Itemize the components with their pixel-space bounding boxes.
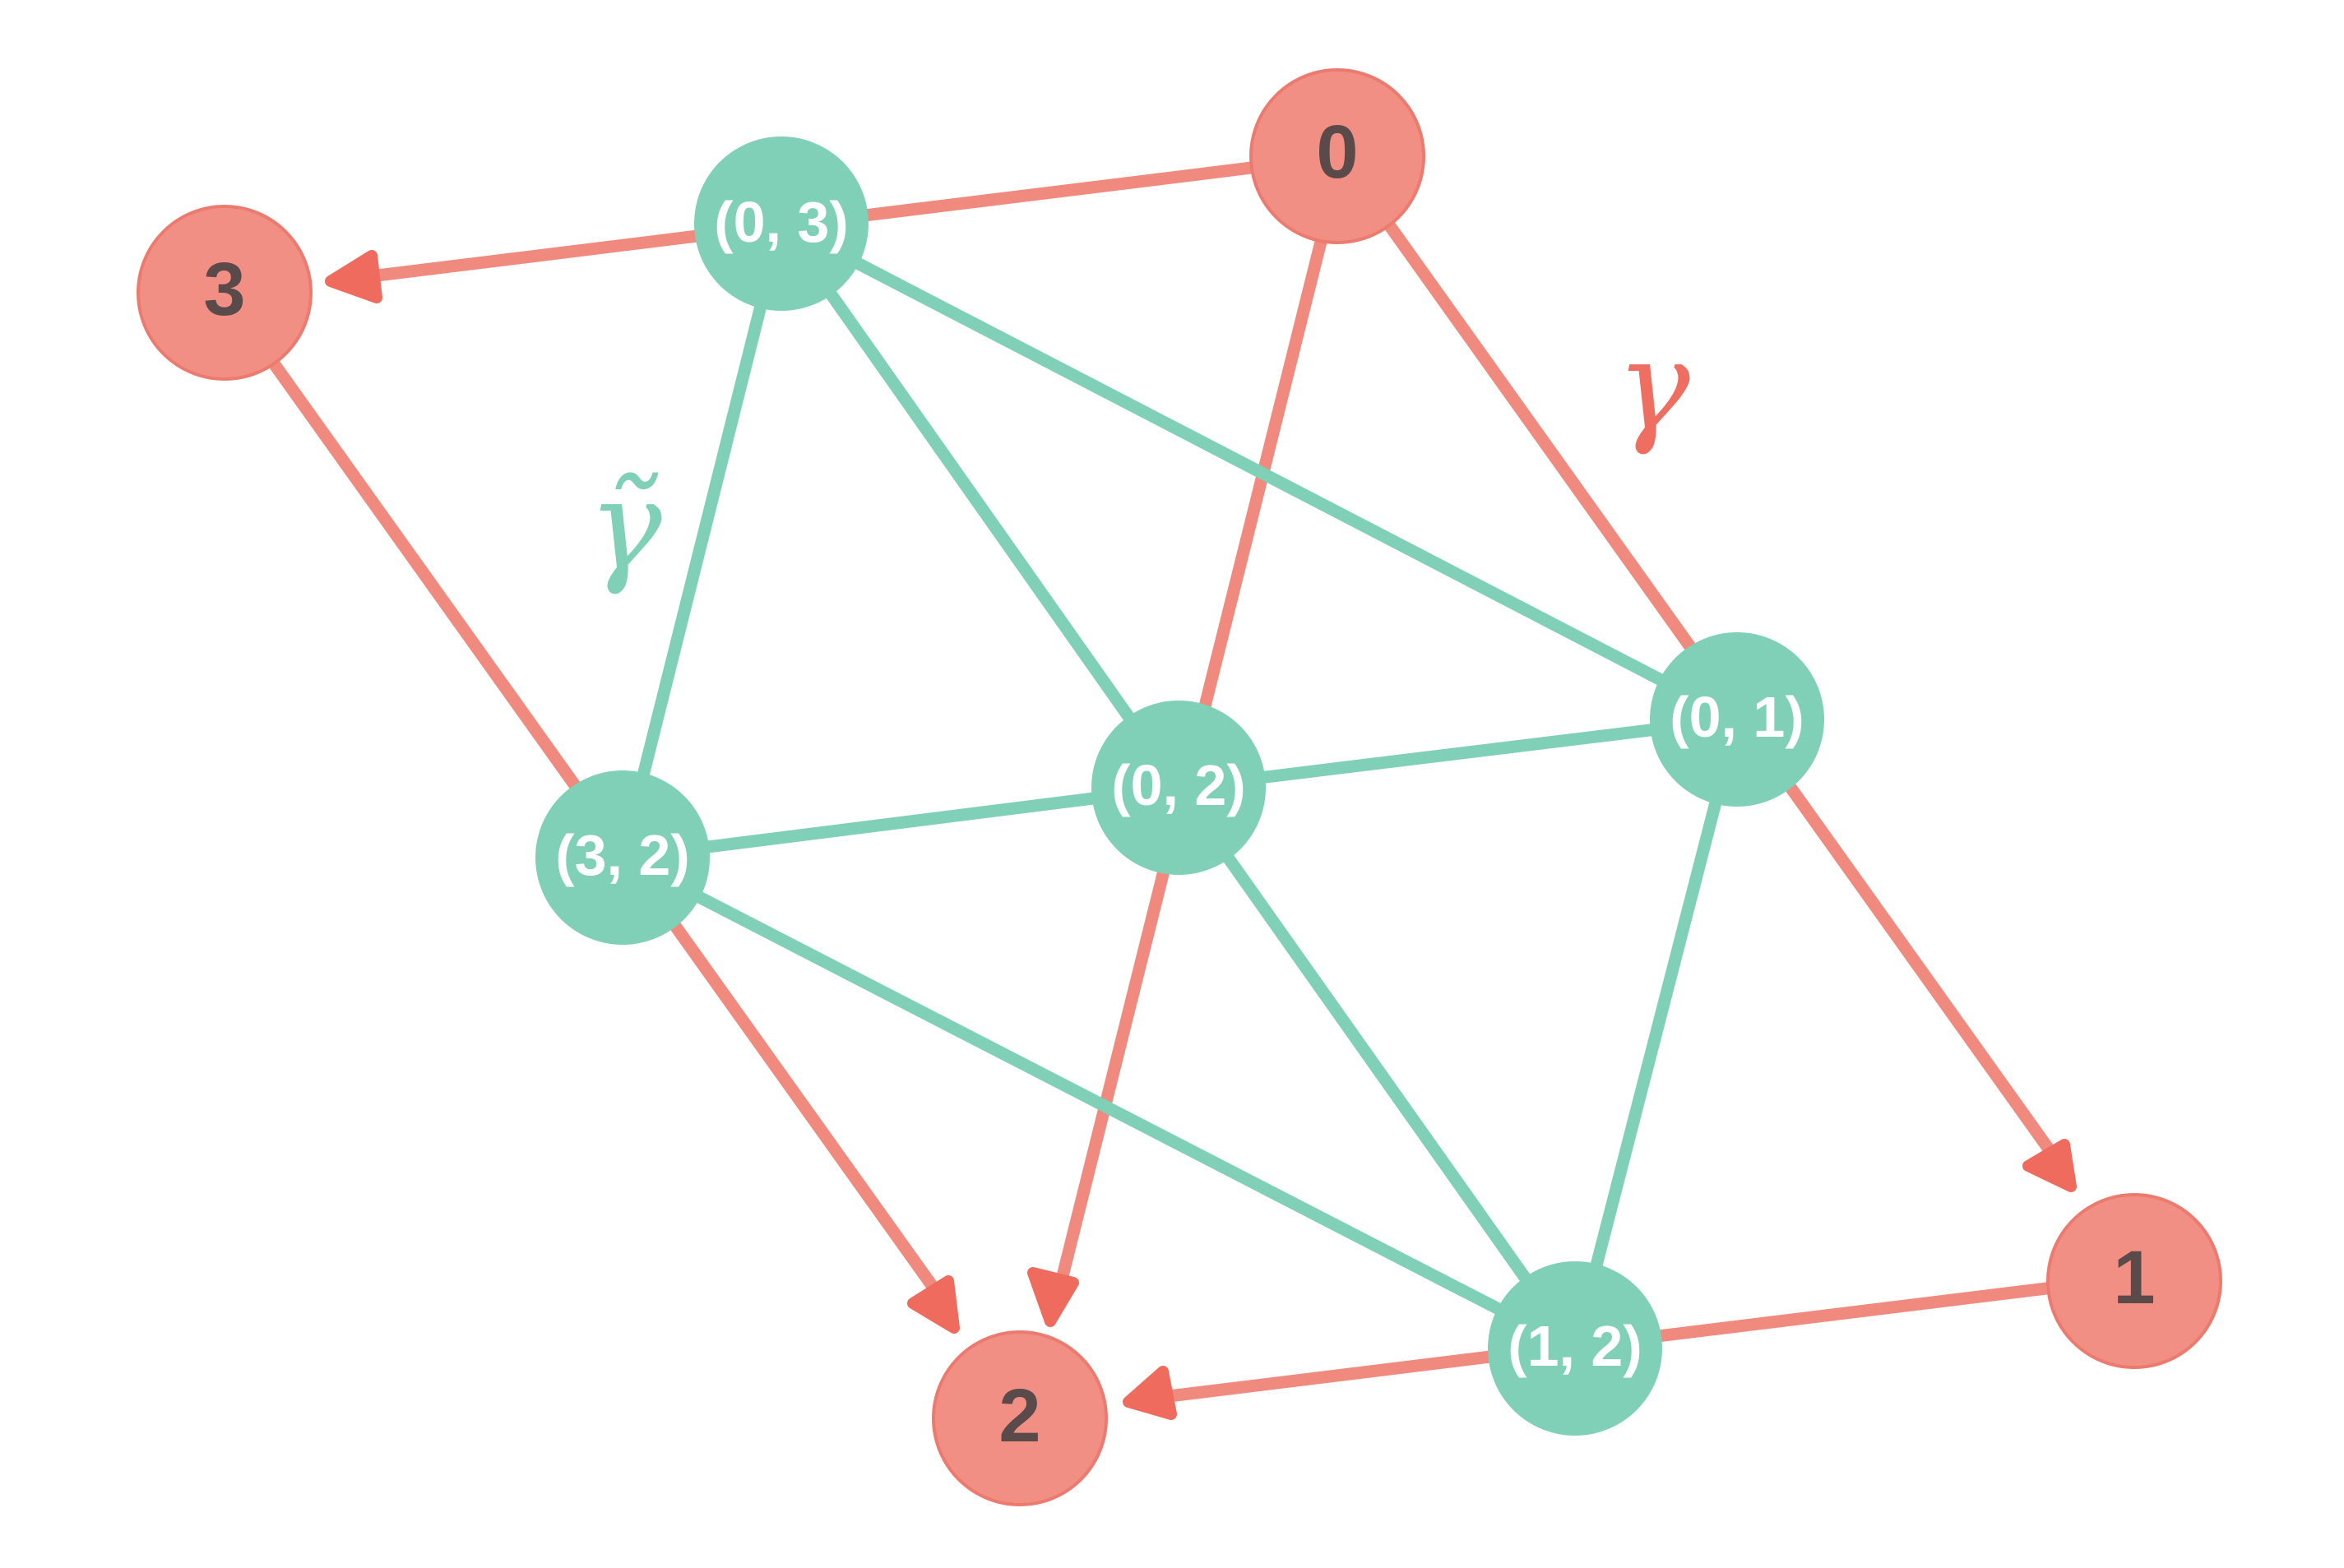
arrow-head-to-3 — [325, 250, 382, 303]
node-0-1-circle — [1650, 632, 1824, 807]
edge-03-to-01 — [775, 217, 1744, 726]
node-0-3-circle — [694, 136, 869, 311]
arrow-heads — [325, 250, 2077, 1420]
arrow-head-to-2-from-0 — [1027, 1267, 1079, 1327]
arrow-head-to-1 — [2022, 1139, 2077, 1192]
node-1-2-circle — [1488, 1261, 1662, 1436]
node-3-label: 3 — [203, 247, 245, 331]
node-1-circle — [2046, 1193, 2222, 1369]
edge-03-to-32 — [616, 217, 788, 864]
node-3-2-circle — [535, 770, 710, 945]
edge-01-to-12 — [1568, 713, 1744, 1355]
node-0-3: (0, 3) — [694, 136, 869, 311]
node-3-2: (3, 2) — [535, 770, 710, 945]
node-2-label: 2 — [998, 1374, 1040, 1458]
gamma-tilde-label: γ̃ — [588, 455, 662, 598]
edge-02-to-12 — [1172, 781, 1582, 1355]
node-1: 1 — [2046, 1193, 2222, 1369]
node-1-label: 1 — [2113, 1236, 2155, 1320]
edge-02-to-01 — [1172, 713, 1744, 794]
green-edges — [616, 217, 1744, 1355]
node-0-2-circle — [1091, 701, 1266, 875]
node-2-circle — [932, 1330, 1108, 1506]
node-0: 0 — [1249, 68, 1425, 244]
edge-03-to-02 — [775, 217, 1185, 794]
green-nodes: (0, 3) (0, 1) (0, 2) (3, 2) (1, 2) — [535, 136, 1824, 1436]
node-3-2-label: (3, 2) — [555, 823, 689, 887]
arrow-head-to-2-from-3 — [907, 1275, 960, 1334]
red-nodes: 0 3 2 1 — [137, 68, 2222, 1506]
node-3: 3 — [137, 205, 313, 381]
node-0-1: (0, 1) — [1650, 632, 1824, 807]
edge-32-to-12 — [616, 851, 1582, 1355]
node-1-2: (1, 2) — [1488, 1261, 1662, 1436]
node-2: 2 — [932, 1330, 1108, 1506]
node-1-2-label: (1, 2) — [1508, 1314, 1642, 1378]
gamma-label: γ — [1616, 315, 1690, 458]
node-0-3-label: (0, 3) — [714, 190, 848, 254]
edge-32-to-02 — [616, 781, 1185, 864]
node-0-2: (0, 2) — [1091, 701, 1266, 875]
arrow-head-to-2-from-1 — [1123, 1366, 1177, 1420]
node-0-1-label: (0, 1) — [1670, 685, 1804, 749]
node-0-2-label: (0, 2) — [1111, 753, 1245, 817]
node-3-circle — [137, 205, 313, 381]
node-0-label: 0 — [1316, 110, 1358, 194]
node-0-circle — [1249, 68, 1425, 244]
